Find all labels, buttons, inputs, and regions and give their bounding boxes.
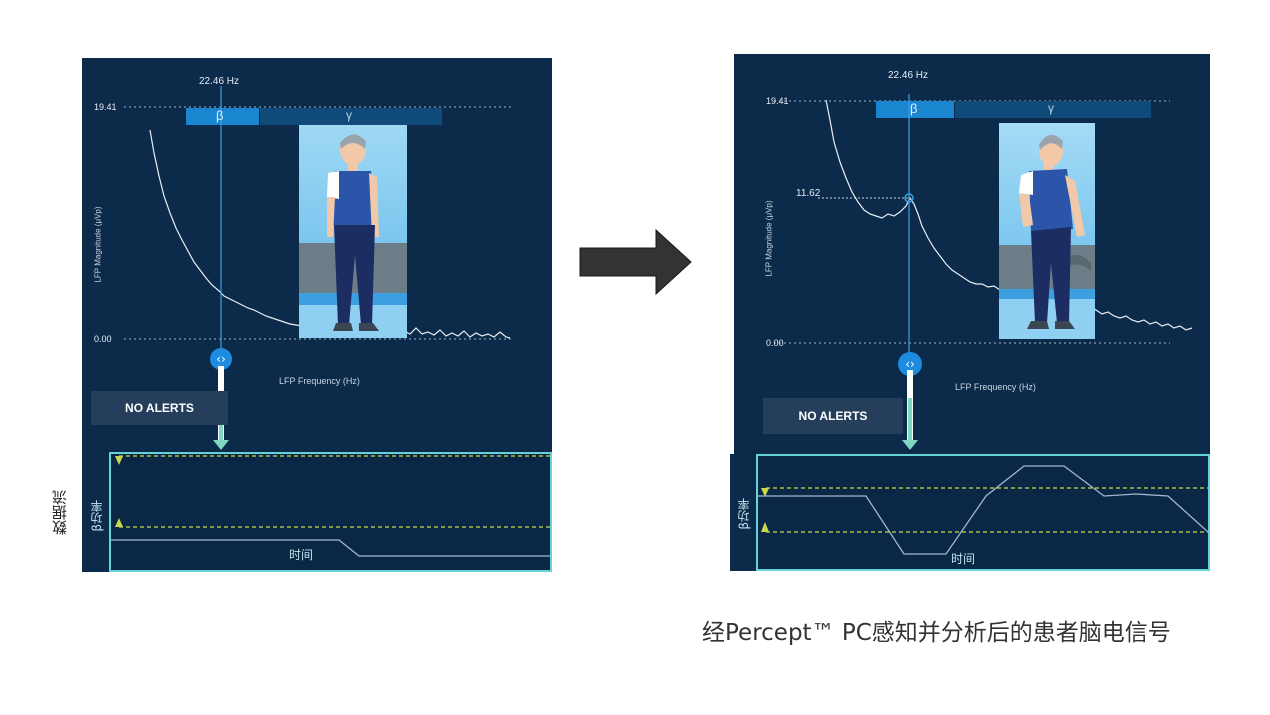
- x-axis-label: LFP Frequency (Hz): [955, 382, 1036, 392]
- right-stream-labelbar: [730, 454, 756, 571]
- left-stream-labelbar: [82, 452, 109, 572]
- y-axis-label: LFP Magnitude (μVp): [93, 206, 103, 283]
- drag-handle-icon[interactable]: ‹›: [210, 348, 232, 370]
- patient-illustration: [999, 123, 1095, 339]
- left-stream-xlabel: 时间: [289, 548, 314, 562]
- beta-power-trace: [111, 539, 550, 557]
- y-max-label: 19.41: [766, 96, 789, 106]
- right-arrow-icon: [579, 228, 692, 296]
- right-lfp-panel: 22.46 Hz 19.41 11.62 0.00 β γ LFP Magnit…: [734, 54, 1210, 454]
- right-stream-ylabel: β功率: [737, 498, 751, 530]
- drag-handle-glyph: ‹›: [216, 352, 226, 366]
- beta-band: [876, 101, 954, 118]
- gamma-band-label: γ: [346, 108, 352, 122]
- peak-value-label: 11.62: [796, 188, 821, 199]
- x-axis-label: LFP Frequency (Hz): [279, 376, 360, 386]
- figure-caption: 经Percept™ PC感知并分析后的患者脑电信号: [702, 620, 1171, 646]
- drag-handle-glyph: ‹›: [905, 357, 915, 371]
- beta-band-label: β: [216, 108, 224, 123]
- no-alerts-status: NO ALERTS: [91, 391, 228, 425]
- beta-power-trace: [758, 465, 1209, 555]
- left-lfp-panel: 22.46 Hz 19.41 0.00 β γ LFP Magnitude (μ…: [82, 58, 552, 453]
- y-max-label: 19.41: [94, 102, 117, 112]
- threshold-marker-icon: [761, 488, 769, 497]
- threshold-marker-icon: [761, 522, 769, 532]
- left-lfp-chart: [124, 86, 512, 348]
- right-stream-chart: [758, 465, 1209, 555]
- frequency-readout: 22.46 Hz: [199, 76, 240, 87]
- frequency-readout: 22.46 Hz: [888, 70, 929, 81]
- y-min-label: 0.00: [766, 338, 784, 348]
- y-min-label: 0.00: [94, 334, 112, 344]
- beta-band: [186, 108, 259, 125]
- left-stream-ylabel: β功率: [90, 500, 104, 532]
- gamma-band: [260, 108, 442, 125]
- gamma-band-label: γ: [1048, 101, 1054, 115]
- right-stream-xlabel: 时间: [951, 552, 976, 566]
- beta-band-label: β: [910, 101, 918, 116]
- threshold-marker-icon: [115, 456, 123, 465]
- gamma-band: [955, 101, 1151, 118]
- down-arrow-icon: [902, 370, 918, 450]
- left-data-stream: 时间: [109, 452, 552, 572]
- right-lfp-chart: [774, 94, 1193, 354]
- y-axis-label: LFP Magnitude (μVp): [764, 200, 774, 277]
- data-stream-side-label: 数据流: [51, 490, 69, 535]
- threshold-marker-icon: [115, 518, 123, 527]
- left-stream-chart: [111, 455, 550, 557]
- no-alerts-status: NO ALERTS: [763, 398, 903, 434]
- peak-marker: [904, 193, 914, 203]
- patient-illustration: [299, 125, 407, 338]
- right-data-stream: 时间: [756, 454, 1210, 571]
